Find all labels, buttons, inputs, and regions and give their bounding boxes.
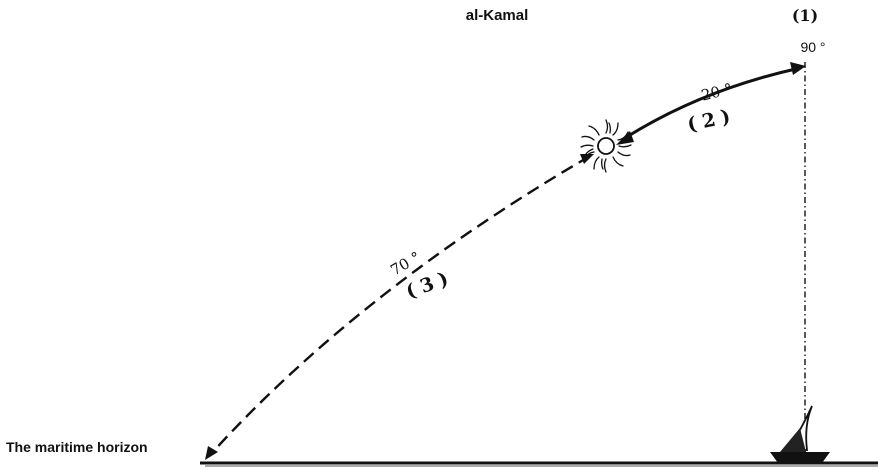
- arrowhead-icon: [790, 62, 806, 75]
- zenith-angle-label: 90 °: [800, 39, 825, 55]
- arc-upper-marker: (2): [685, 104, 738, 136]
- sun-icon: [580, 119, 632, 173]
- diagram-title: al-Kamal: [466, 7, 529, 24]
- arrowhead-icon: [205, 446, 218, 460]
- zenith-marker: (1): [792, 6, 818, 25]
- arrowhead-icon: [580, 154, 594, 164]
- arc-zenith-to-sun: [621, 66, 801, 142]
- arc-lower-angle-label: 70 °: [387, 248, 423, 279]
- horizon-label: The maritime horizon: [6, 439, 148, 455]
- sailboat-icon: [770, 405, 830, 463]
- arc-upper-angle-label: 20 °: [699, 80, 734, 105]
- arrowhead-icon: [616, 131, 634, 145]
- arc-sun-to-horizon: [209, 154, 591, 456]
- arc-lower-marker: (3): [403, 266, 457, 304]
